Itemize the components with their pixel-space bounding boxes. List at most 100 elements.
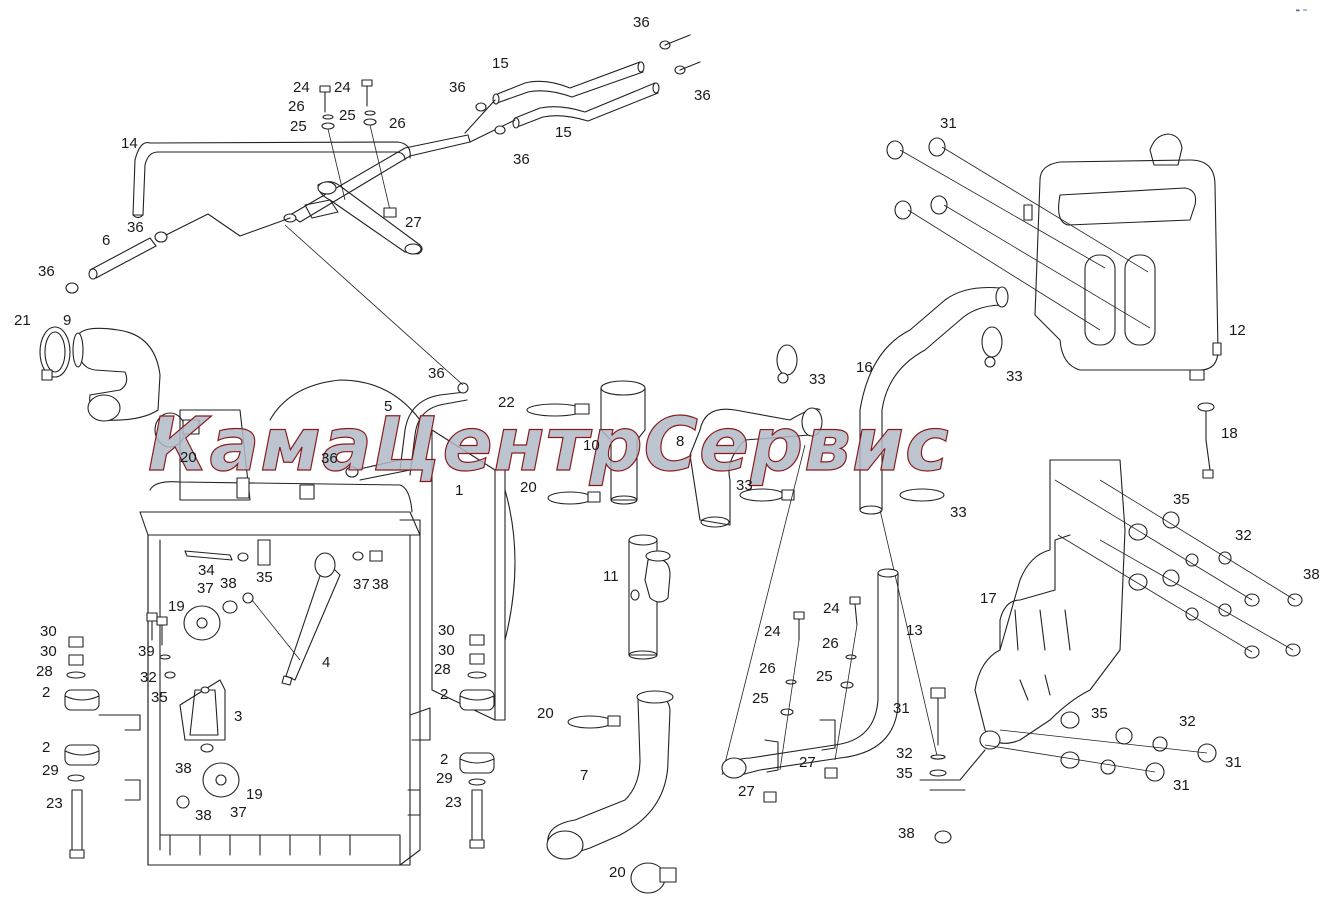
expansion-tank-12 <box>1023 133 1222 381</box>
bolts-31-lower <box>919 687 986 844</box>
callout-9: 9 <box>63 312 71 329</box>
callout-30: 30 <box>438 642 455 659</box>
clamp-20-bottom <box>630 862 677 894</box>
callout-31: 31 <box>1173 777 1190 794</box>
callout-33: 33 <box>809 371 826 388</box>
callout-37: 37 <box>353 576 370 593</box>
callout-27: 27 <box>405 214 422 231</box>
callout-24: 24 <box>334 79 351 96</box>
callout-23: 23 <box>46 795 63 812</box>
leader-36-diag <box>284 224 464 386</box>
callout-13: 13 <box>906 622 923 639</box>
callout-20: 20 <box>609 864 626 881</box>
callout-1: 1 <box>455 482 463 499</box>
callout-2: 2 <box>440 686 448 703</box>
bolts-24 <box>319 79 397 218</box>
callout-36: 36 <box>694 87 711 104</box>
diagram-parts <box>39 34 1303 894</box>
callout-15: 15 <box>555 124 572 141</box>
callout-14: 14 <box>121 135 138 152</box>
callout-25: 25 <box>290 118 307 135</box>
bracket-3 <box>179 679 226 753</box>
callout-33: 33 <box>1006 368 1023 385</box>
clamp-36-set-top <box>475 34 701 135</box>
callout-12: 12 <box>1229 322 1246 339</box>
rod-4 <box>281 552 341 686</box>
clamp-22 <box>526 403 590 417</box>
clamp-21 <box>39 326 71 381</box>
callout-26: 26 <box>288 98 305 115</box>
callout-31: 31 <box>893 700 910 717</box>
fan-shroud <box>431 429 516 721</box>
callout-31: 31 <box>940 115 957 132</box>
leader-diag-mid <box>721 444 939 776</box>
hose-10 <box>600 380 646 505</box>
callout-33: 33 <box>950 504 967 521</box>
callout-6: 6 <box>102 232 110 249</box>
washers-right-stack <box>1054 479 1303 659</box>
clamp-20-hose7 <box>567 715 621 729</box>
clamp-33-hose8 <box>739 488 795 502</box>
callout-32: 32 <box>896 745 913 762</box>
leader-4 <box>251 599 301 661</box>
callout-29: 29 <box>42 762 59 779</box>
callout-2: 2 <box>42 739 50 756</box>
callout-20: 20 <box>180 449 197 466</box>
callout-36: 36 <box>38 263 55 280</box>
callout-32: 32 <box>1179 713 1196 730</box>
callout-23: 23 <box>445 794 462 811</box>
callout-2: 2 <box>42 684 50 701</box>
cushions-19 <box>176 592 254 809</box>
pipe-14 <box>132 141 411 219</box>
callout-26: 26 <box>759 660 776 677</box>
corner-mark: ▬ ═ <box>1296 7 1307 14</box>
callout-17: 17 <box>980 590 997 607</box>
callout-11: 11 <box>603 568 619 585</box>
callout-38: 38 <box>195 807 212 824</box>
callout-22: 22 <box>498 394 515 411</box>
clamp-33-pipe16 <box>899 326 1003 502</box>
callout-38: 38 <box>898 825 915 842</box>
bolts-24-right <box>779 596 861 771</box>
bolts-39-left <box>146 612 176 679</box>
callout-36: 36 <box>127 219 144 236</box>
clamp-33-top <box>776 344 798 384</box>
hose-7 <box>546 690 674 860</box>
callout-19: 19 <box>246 786 263 803</box>
callout-24: 24 <box>293 79 310 96</box>
callout-28: 28 <box>434 661 451 678</box>
callout-16: 16 <box>856 359 873 376</box>
callout-30: 30 <box>40 623 57 640</box>
clamp-20-left <box>154 412 200 448</box>
callout-4: 4 <box>322 654 330 671</box>
callout-24: 24 <box>823 600 840 617</box>
callout-2: 2 <box>440 751 448 768</box>
pipe-11 <box>628 534 671 660</box>
bolts-31-tank <box>886 137 1151 331</box>
callout-38: 38 <box>220 575 237 592</box>
callout-24: 24 <box>764 623 781 640</box>
callout-19: 19 <box>168 598 185 615</box>
callout-32: 32 <box>140 669 157 686</box>
callout-36: 36 <box>321 450 338 467</box>
hose-6 <box>65 213 291 294</box>
bar-34 <box>184 539 383 566</box>
callout-8: 8 <box>676 433 684 450</box>
callout-27: 27 <box>738 783 755 800</box>
callout-35: 35 <box>1173 491 1190 508</box>
pipe-branch-main <box>283 134 471 255</box>
hose-5 <box>345 382 469 481</box>
callout-37: 37 <box>197 580 214 597</box>
watermark-text: КамаЦентрСервис <box>148 402 950 488</box>
callout-38: 38 <box>372 576 389 593</box>
tee-upper <box>464 99 516 143</box>
washers-lower-stack <box>984 711 1217 782</box>
callout-7: 7 <box>580 767 588 784</box>
hose-15-upper <box>492 61 645 105</box>
hose-9 <box>72 327 161 422</box>
bracket-17 <box>974 459 1126 750</box>
callout-36: 36 <box>513 151 530 168</box>
callout-20: 20 <box>520 479 537 496</box>
callout-32: 32 <box>1235 527 1252 544</box>
hose-15-lower <box>512 82 660 129</box>
